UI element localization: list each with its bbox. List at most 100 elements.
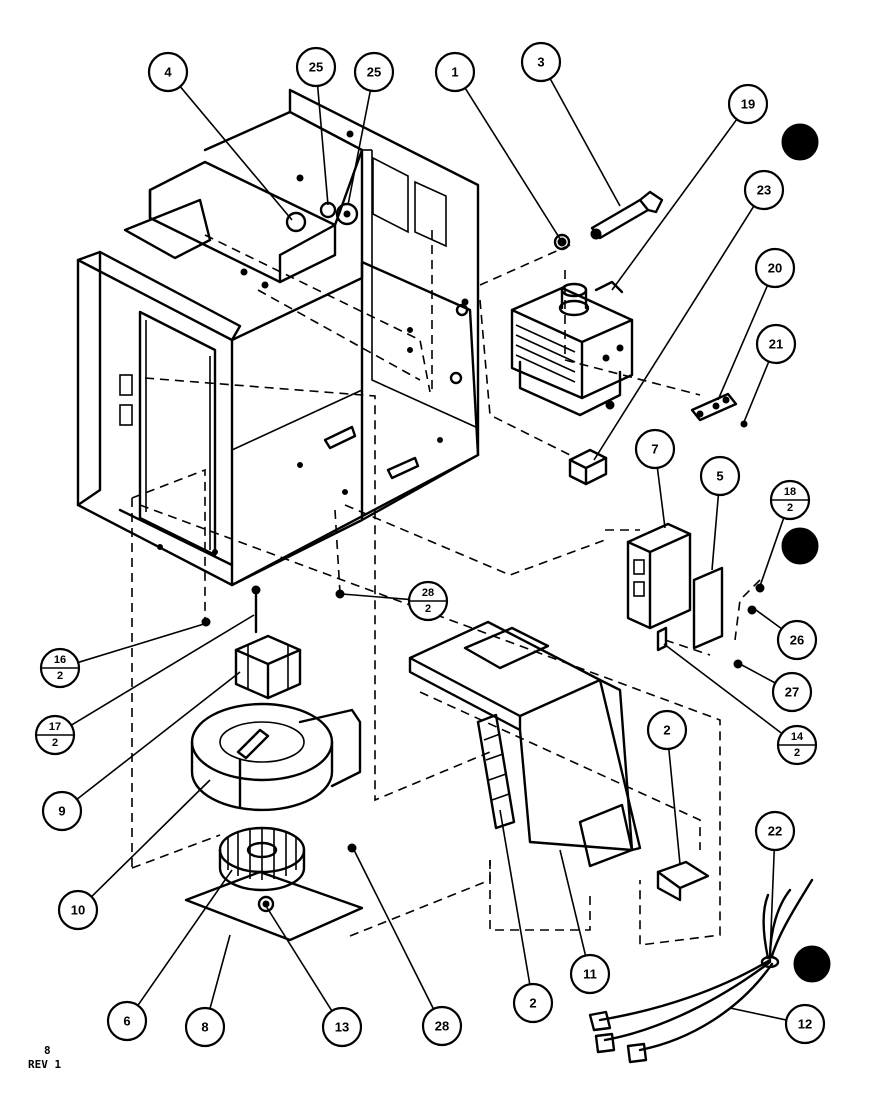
leader-line [559, 849, 587, 956]
callout-number: 21 [769, 337, 783, 352]
callout-circle [353, 51, 395, 93]
screw-17 [251, 585, 261, 634]
callout-number: 27 [785, 685, 799, 700]
revision-label: REV 1 [28, 1058, 62, 1071]
callout-circle [754, 247, 796, 289]
callout-number: 10 [71, 903, 85, 918]
switch-bracket-7 [626, 522, 765, 669]
callout-circle [434, 51, 476, 93]
callout-circle [634, 428, 676, 470]
callout-c13: 13 [265, 905, 363, 1048]
callout-c10: 10 [57, 779, 211, 931]
leader-line [668, 748, 681, 865]
cabinet-chassis [76, 88, 480, 587]
leader-line [316, 85, 329, 206]
fraction-denominator: 2 [52, 737, 58, 749]
callout-number: 7 [651, 442, 658, 457]
callout-c6: 6 [106, 869, 233, 1042]
callout-number: 22 [768, 824, 782, 839]
callout-c12: 12 [729, 1003, 826, 1045]
leader-line [76, 671, 241, 800]
callout-number: 13 [335, 1020, 349, 1035]
callout-number: 12 [798, 1017, 812, 1032]
callout-number: 5 [716, 469, 723, 484]
leader-line [549, 78, 621, 207]
callout-circle [106, 1000, 148, 1042]
callout-circle [569, 953, 611, 995]
terminal-bracket-20 [690, 392, 748, 428]
leader-line [729, 1007, 787, 1021]
callout-number: 25 [367, 65, 381, 80]
callout-circle [147, 51, 189, 93]
fraction-callout-f18: 182 [759, 479, 811, 587]
callout-number: 8 [201, 1020, 208, 1035]
callout-c28b: 28 [353, 849, 463, 1047]
callout-c8: 8 [184, 934, 231, 1048]
callout-circle [776, 619, 818, 661]
callout-circle [421, 1005, 463, 1047]
page-number: 8 [44, 1044, 51, 1057]
registration-marks [781, 123, 831, 983]
leader-line [179, 86, 293, 221]
fraction-numerator: 28 [422, 587, 434, 599]
leader-line [743, 361, 770, 423]
callout-circle [184, 1006, 226, 1048]
callout-circle [321, 1006, 363, 1048]
fraction-numerator: 18 [784, 486, 796, 498]
leader-line [663, 643, 783, 735]
callout-circle [727, 83, 769, 125]
callout-circle [512, 982, 554, 1024]
leader-line [341, 593, 410, 601]
callout-c21: 21 [743, 323, 797, 423]
callout-c26: 26 [755, 609, 818, 661]
fraction-denominator: 2 [787, 502, 793, 514]
callout-circle [295, 46, 337, 88]
callout-c11: 11 [559, 849, 611, 995]
leader-line [90, 779, 211, 898]
leader-line [209, 934, 231, 1009]
callout-number: 26 [790, 633, 804, 648]
callout-c1: 1 [434, 51, 563, 243]
leader-line [499, 809, 531, 985]
callout-circle [771, 671, 813, 713]
leader-line [711, 494, 720, 571]
callout-c27: 27 [739, 663, 813, 713]
thermal-cutout-23 [568, 448, 608, 486]
fraction-callout-f14: 142 [663, 643, 818, 766]
callout-number: 28 [435, 1019, 449, 1034]
callout-c7: 7 [634, 428, 676, 529]
fraction-numerator: 14 [791, 731, 804, 743]
power-cord-12 [588, 878, 814, 1064]
air-duct-11 [408, 620, 642, 868]
callout-circle [699, 455, 741, 497]
callout-c2a: 2 [646, 709, 688, 865]
callout-c22: 22 [754, 810, 796, 957]
callout-c25b: 25 [347, 51, 395, 206]
callout-circle [743, 169, 785, 211]
leader-line [739, 663, 776, 684]
fraction-numerator: 16 [54, 654, 66, 666]
callout-circle [754, 810, 796, 852]
callout-number: 4 [164, 65, 172, 80]
callout-c9: 9 [41, 671, 241, 832]
fraction-callout-f17: 172 [34, 614, 255, 756]
callout-number: 20 [768, 261, 782, 276]
callout-number: 23 [757, 183, 771, 198]
callout-c5: 5 [699, 455, 741, 571]
base-plate-8 [184, 870, 364, 942]
callout-circle [784, 1003, 826, 1045]
antenna-probe [590, 190, 664, 240]
callout-number: 19 [741, 97, 755, 112]
callout-number: 9 [58, 804, 65, 819]
callout-number: 3 [537, 55, 544, 70]
leader-line [759, 517, 785, 587]
fraction-denominator: 2 [425, 603, 431, 615]
leader-line [593, 205, 755, 461]
fraction-callout-f16: 162 [39, 623, 205, 689]
leader-line [656, 467, 666, 529]
blower-wheel-6 [218, 826, 306, 892]
leader-line [611, 118, 738, 291]
leader-line [347, 90, 372, 206]
